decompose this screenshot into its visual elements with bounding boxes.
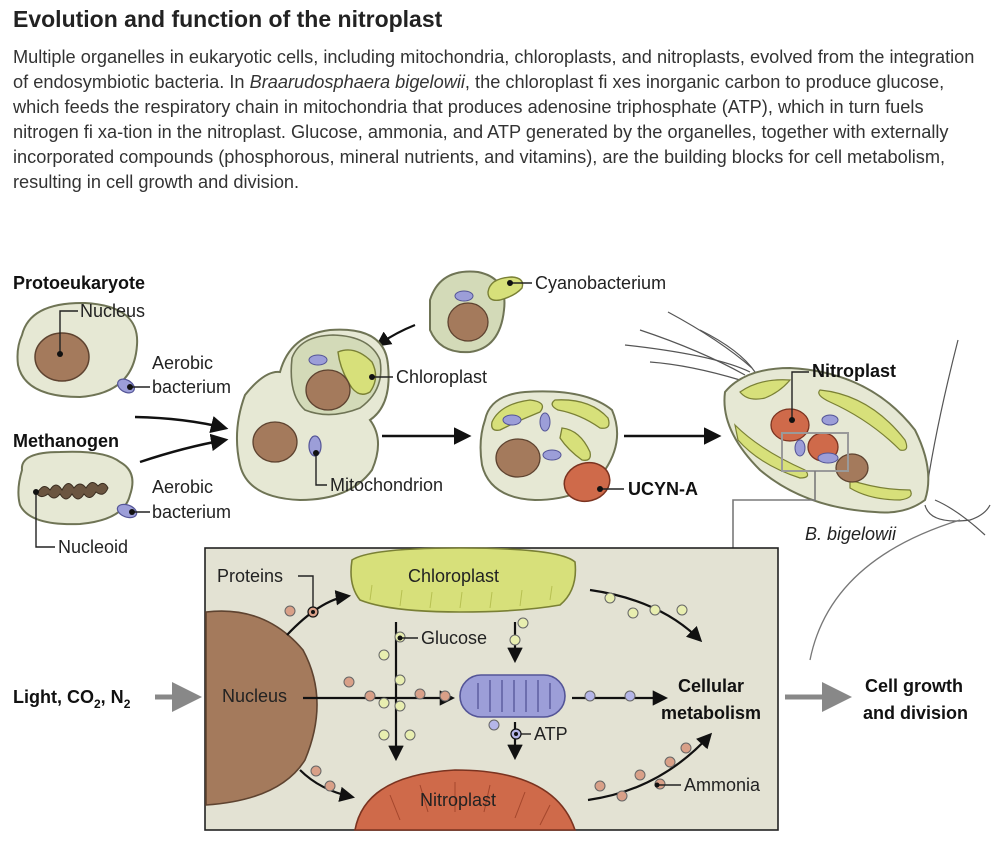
- label-nucleus-top: Nucleus: [80, 301, 145, 321]
- panel-nitroplast: [354, 769, 577, 831]
- merged-eukaryote-cell: [236, 328, 390, 502]
- panel-chloroplast-label: Chloroplast: [408, 566, 499, 586]
- label-methanogen: Methanogen: [13, 431, 119, 451]
- figure-title: Evolution and function of the nitroplast: [13, 6, 443, 32]
- label-nitroplast-top: Nitroplast: [812, 361, 896, 381]
- label-ucyn-a: UCYN-A: [628, 479, 698, 499]
- panel-chloroplast: [350, 547, 577, 613]
- merged-nucleus: [252, 421, 298, 463]
- figure-caption: Multiple organelles in eukaryotic cells,…: [13, 45, 981, 195]
- label-aerobic-2a: Aerobic: [152, 477, 213, 497]
- label-mitochondrion: Mitochondrion: [330, 475, 443, 495]
- panel-nucleus: [205, 610, 318, 806]
- label-nucleoid: Nucleoid: [58, 537, 128, 557]
- protoeukaryote-nucleus: [34, 332, 90, 382]
- label-glucose: Glucose: [421, 628, 487, 648]
- panel-mitochondrion: [459, 674, 566, 718]
- label-aerobic-1a: Aerobic: [152, 353, 213, 373]
- label-outputs-1: Cell growth: [865, 676, 963, 696]
- label-outputs-2: and division: [863, 703, 968, 723]
- nucleoid: [35, 482, 109, 500]
- label-b-bigelowii: B. bigelowii: [805, 524, 897, 544]
- label-inputs: Light, CO2, N2: [13, 687, 131, 711]
- label-ammonia: Ammonia: [684, 775, 761, 795]
- panel-nitroplast-label: Nitroplast: [420, 790, 496, 810]
- label-protoeukaryote: Protoeukaryote: [13, 273, 145, 293]
- label-cyanobacterium: Cyanobacterium: [535, 273, 666, 293]
- label-aerobic-1b: bacterium: [152, 377, 231, 397]
- caption-species: Braarudosphaera bigelowii: [249, 72, 465, 92]
- protoeukaryote-cell: [16, 301, 139, 399]
- label-chloroplast-top: Chloroplast: [396, 367, 487, 387]
- ucyn-a-host-cell: [479, 390, 619, 503]
- label-proteins: Proteins: [217, 566, 283, 586]
- methanogen-cell: [17, 450, 138, 526]
- b-bigelowii-cell: [624, 311, 991, 548]
- caption-part1: Multiple organelles in eukaryotic cells,…: [13, 47, 975, 92]
- panel-nucleus-label: Nucleus: [222, 686, 287, 706]
- ucyn-a: [563, 461, 611, 503]
- caption-part2: , the chloroplast fi xes inorganic carbo…: [13, 72, 949, 192]
- label-cellular-metabolism-1: Cellular: [678, 676, 744, 696]
- label-atp: ATP: [534, 724, 568, 744]
- label-cellular-metabolism-2: metabolism: [661, 703, 761, 723]
- label-aerobic-2b: bacterium: [152, 502, 231, 522]
- nitroplast-in-cell: [770, 408, 810, 442]
